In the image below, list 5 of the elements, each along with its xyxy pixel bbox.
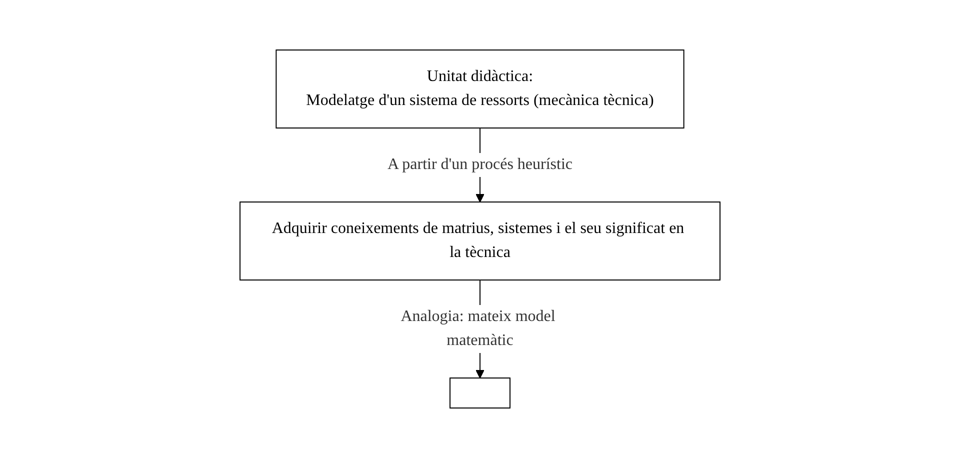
edge-label: Analogia: mateix model matemàtic xyxy=(400,308,556,348)
node-box: Unitat didàctica: Modelatge d'un sistema de ressorts (mecànica tècnica) xyxy=(276,49,684,128)
edge-label: A partir d'un procés heurístic xyxy=(387,156,573,172)
node-box: Adquirir coneixements de matrius, sistemes i el seu significat en la tècnica xyxy=(240,201,720,280)
node-box xyxy=(450,377,510,408)
